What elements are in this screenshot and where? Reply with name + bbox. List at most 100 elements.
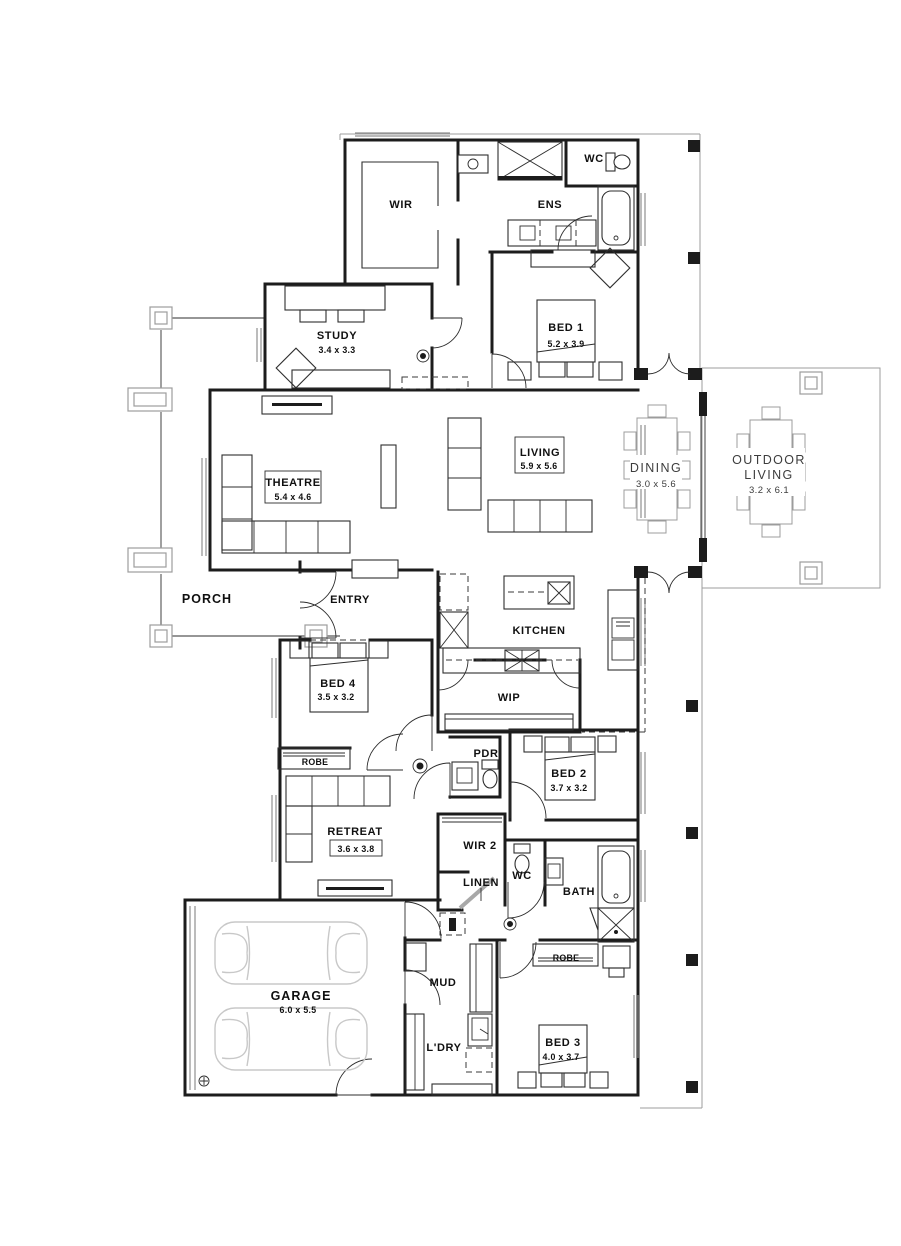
bed-icon [507,299,623,381]
mud-door [404,901,442,939]
room-label-robe-bed4: ROBE [302,757,329,767]
pantry-cupboard-icon [439,611,469,649]
toilet-icon [481,759,499,789]
bed1-door [491,353,527,389]
dim-label-garage: 6.0 x 5.5 [280,1005,317,1015]
dim-label-retreat: 3.6 x 3.8 [338,844,375,854]
garage-door-panel [189,906,196,1090]
bedside-table [507,361,532,381]
room-label-bed3: BED 3 [545,1037,580,1049]
room-label-ens: ENS [538,199,562,211]
pdr-furniture [451,759,499,791]
entry-door-leaf-top [299,571,337,609]
room-label-theatre: THEATRE [265,477,320,489]
dim-label-living: 5.9 x 5.6 [521,461,558,471]
room-label-wir2: WIR 2 [463,840,497,852]
bed3-door [499,941,537,979]
windows [189,132,646,1090]
dim-label-bed2: 3.7 x 3.2 [551,783,588,793]
room-label-robe-bed3: ROBE [553,953,580,963]
bedside-table [598,361,623,381]
outdoor-living-structure [699,367,881,589]
garage-rear-door [335,1058,373,1096]
study-door [431,317,463,349]
entry-door-leaf-bottom [299,601,337,639]
dim-label-bed1: 5.2 x 3.9 [548,339,585,349]
fridge-icon [439,573,469,611]
bench-cooktop-icon [442,647,581,674]
wip-opening-left [437,659,469,691]
garage-furniture [198,921,368,1087]
smoke-detector-icons [412,349,517,931]
mud-lockers-icon [469,943,493,1013]
room-label-bed4: BED 4 [320,678,356,690]
bed4-door [395,714,433,752]
room-label-pdr: PDR [473,748,498,760]
bath-block-furniture [442,817,635,978]
ens-furniture [497,141,635,251]
bed1-robe-overhead [401,376,469,390]
porch-post-inner [154,311,168,325]
room-label-study: STUDY [317,330,357,342]
wip-opening-right [551,659,581,689]
laundry-trough-icon [467,1013,493,1047]
room-label-dining: DINING [630,461,682,475]
robe-icon [277,747,351,770]
dresser-icon [530,249,596,268]
ldry-cabinet-icon [405,1013,425,1091]
floor-waste-icon [198,1075,210,1087]
ens-vanity [507,219,597,247]
dim-label-bed4: 3.5 x 3.2 [318,692,355,702]
washing-machine-outline [465,1047,493,1073]
ens-door [557,215,593,251]
toilet-icon [513,843,531,874]
living-furniture [447,417,593,533]
chair-icon [275,347,317,389]
roof-eave-lines [339,133,703,1109]
bed3-furniture [517,1024,609,1089]
bedside-table [517,1071,537,1089]
dim-label-theatre: 5.4 x 4.6 [275,492,312,502]
entry-sideboard-icon [351,559,399,579]
dim-label-bed3: 4.0 x 3.7 [543,1052,580,1062]
bedside-table [597,735,617,753]
room-label-retreat: RETREAT [327,826,382,838]
car-icon [214,1007,368,1071]
porch-structure [127,306,340,648]
sofa-icon [221,454,351,554]
room-label-wir: WIR [389,199,412,211]
wc2-door [507,881,545,919]
room-label-garage: GARAGE [271,989,332,1003]
retreat-furniture [285,775,393,897]
bed-icon [523,735,617,801]
shower-icon [497,141,563,181]
shower-icon [589,907,635,943]
chair-icon [589,247,631,289]
dim-label-study: 3.4 x 3.3 [319,345,356,355]
pdr-vanity [451,761,479,791]
roof-posts [686,140,700,1093]
bedside-table [368,640,389,659]
dining-door-jambs [634,352,702,594]
room-label-bed1: BED 1 [548,322,583,334]
dim-label-dining: 3.0 x 5.6 [636,479,676,490]
walls [183,138,640,1097]
room-label-outdoor-1: OUTDOOR [732,453,806,467]
desk-icon [602,945,631,969]
room-label-linen: LINEN [463,877,499,889]
overhead-dashed [310,376,646,936]
bed2-furniture [523,735,617,801]
bathtub-icon [597,185,635,251]
bed-icon [289,640,389,713]
island-bench-icon [503,575,575,610]
bedside-table [589,1071,609,1089]
wip-shelf [444,713,574,731]
wir2-shelf [442,817,502,823]
mud-cabinet-icon [405,942,427,972]
theatre-furniture [221,395,397,554]
bed2-door [509,781,547,819]
hws-unit-icon [449,918,456,931]
room-label-mud: MUD [430,977,457,989]
